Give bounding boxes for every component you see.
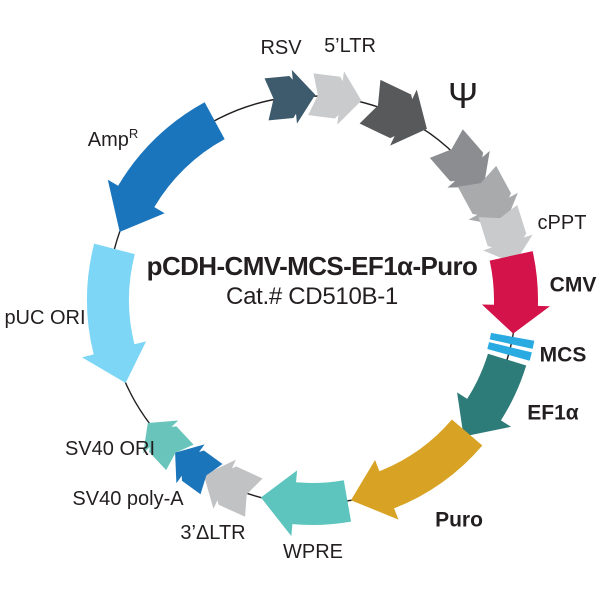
sv40-polya-label: SV40 poly-A	[72, 488, 184, 510]
rsv-label: RSV	[260, 37, 302, 59]
cppt-label: cPPT	[538, 212, 587, 234]
amp-resistance-arrow	[107, 102, 225, 232]
gag-element-arrow	[429, 129, 490, 188]
mcs-segment	[487, 342, 532, 361]
rsv-arrow	[264, 69, 316, 124]
cmv-promoter-label: CMV	[550, 274, 597, 297]
wpre-label: WPRE	[283, 541, 343, 563]
rre-element-arrow-body	[465, 171, 518, 227]
sv40-ori-arrow	[143, 420, 194, 471]
three-delta-ltr-arrow	[203, 459, 263, 517]
sv40-ori-label: SV40 ORI	[65, 438, 155, 460]
plasmid-name: pCDH-CMV-MCS-EF1α-Puro	[146, 251, 478, 281]
ef1a-promoter-arrow	[457, 353, 527, 437]
rsv-arrow-body	[268, 69, 316, 124]
five-ltr-label: 5’LTR	[324, 35, 376, 57]
five-ltr-arrow-body	[312, 71, 362, 125]
three-delta-ltr-label: 3’ΔLTR	[180, 522, 245, 544]
cppt-arrow-body	[483, 209, 533, 264]
ef1a-promoter-label: EF1α	[527, 402, 579, 425]
plasmid-title-block: pCDH-CMV-MCS-EF1α-Puro Cat.# CD510B-1	[147, 251, 478, 312]
puro-resistance-label: Puro	[435, 509, 483, 532]
amp-resistance-label-superscript: R	[129, 126, 138, 141]
five-ltr-arrow	[308, 71, 362, 125]
puro-resistance-arrow	[350, 419, 483, 520]
psi-packaging-signal-label: Ψ	[448, 75, 478, 116]
psi-packaging-signal-arrow-body	[365, 87, 427, 146]
gag-element-arrow-body	[436, 135, 490, 188]
cppt-arrow	[478, 204, 533, 264]
wpre-arrow	[260, 470, 352, 537]
catalog-number: Cat.# CD510B-1	[226, 283, 398, 310]
cmv-promoter-arrow	[481, 251, 550, 334]
sv40-polya-arrow-body	[175, 444, 217, 488]
sv40-ori-arrow-body	[143, 420, 188, 465]
mcs-segment	[489, 332, 535, 349]
amp-resistance-label: AmpR	[88, 126, 139, 151]
three-delta-ltr-arrow-body	[203, 459, 258, 511]
psi-packaging-signal-arrow	[359, 79, 427, 146]
puc-ori-arrow	[82, 243, 147, 383]
mcs-label: MCS	[540, 344, 587, 367]
sv40-polya-arrow	[175, 444, 223, 495]
puc-ori-label: pUC ORI	[4, 307, 85, 329]
rre-element-arrow	[457, 165, 518, 227]
